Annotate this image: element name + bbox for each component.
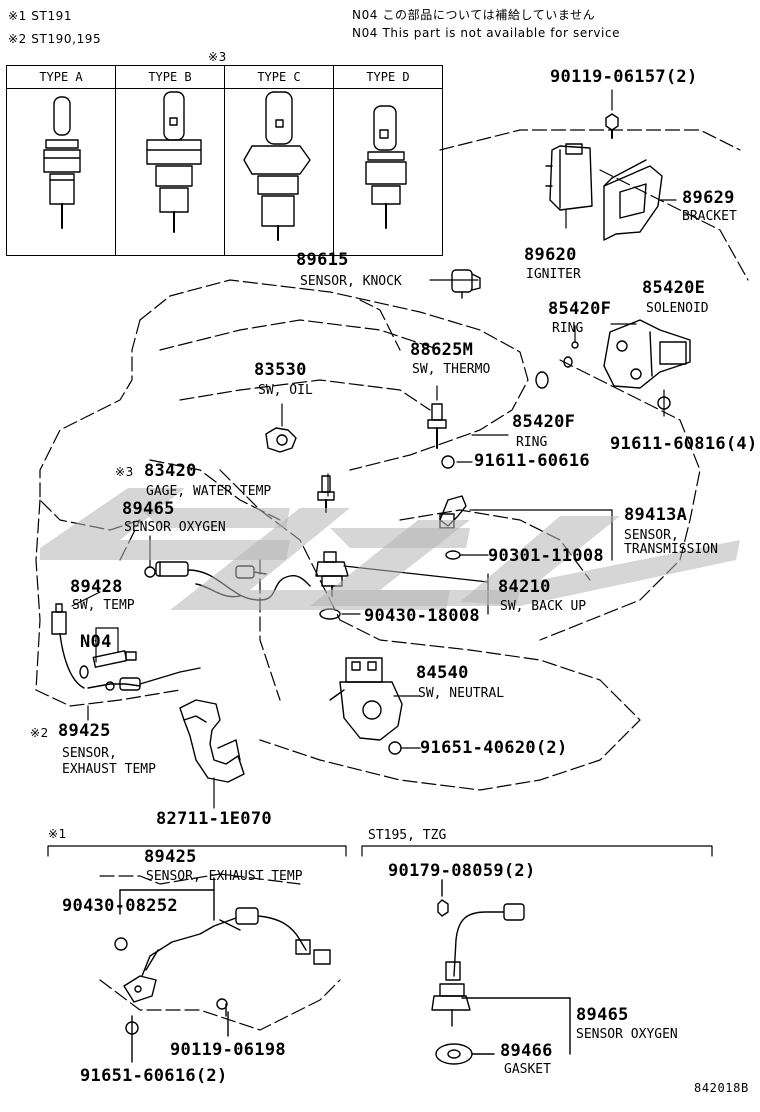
part-89466[interactable]: 89466 bbox=[500, 1041, 553, 1061]
part-90119-06157[interactable]: 90119-06157(2) bbox=[550, 67, 698, 87]
part-85420E[interactable]: 85420E bbox=[642, 278, 706, 298]
part-83530-name: SW, OIL bbox=[258, 383, 313, 398]
ring-85420f-large-illustration bbox=[535, 371, 549, 389]
part-85420E-name: SOLENOID bbox=[646, 301, 709, 316]
temp-switch-illustration bbox=[51, 603, 137, 689]
part-85420F-bottom-name: RING bbox=[516, 435, 548, 450]
bracket-illustration bbox=[603, 159, 663, 241]
note-n04-japanese: N04 この部品については補給していません bbox=[352, 8, 596, 22]
part-89413A[interactable]: 89413A bbox=[624, 505, 688, 525]
exhaust-temp-sensor-illustration bbox=[87, 667, 201, 691]
part-84540-name: SW, NEUTRAL bbox=[418, 686, 505, 701]
type-c-sensor-illustration bbox=[243, 91, 311, 241]
bottom-part-89425-name: SENSOR, EXHAUST TEMP bbox=[146, 869, 303, 884]
part-91651-60616[interactable]: 91651-60616(2) bbox=[80, 1066, 228, 1086]
part-83420-mark: ※3 bbox=[115, 465, 134, 479]
bottom-part-89465[interactable]: 89465 bbox=[576, 1005, 629, 1025]
n04-label: N04 bbox=[80, 632, 112, 652]
figure-id: 842018B bbox=[694, 1081, 749, 1095]
type-c-header: TYPE C bbox=[224, 65, 334, 89]
part-89466-name: GASKET bbox=[504, 1062, 551, 1077]
part-89428-name: SW, TEMP bbox=[72, 598, 135, 613]
type-d-cell bbox=[333, 88, 443, 256]
type-a-sensor-illustration bbox=[43, 96, 81, 229]
bottom-right-heading: ST195, TZG bbox=[368, 828, 447, 843]
part-88625M-name: SW, THERMO bbox=[412, 362, 491, 377]
part-83420[interactable]: 83420 bbox=[144, 461, 197, 481]
part-89425-name-1: SENSOR, bbox=[62, 746, 117, 761]
part-90301-11008[interactable]: 90301-11008 bbox=[488, 546, 604, 566]
type-d-header: TYPE D bbox=[333, 65, 443, 89]
type-table-mark: ※3 bbox=[208, 50, 227, 64]
bottom-oxygen-sensor-illustration bbox=[431, 879, 571, 1065]
part-89465-top-name: SENSOR OXYGEN bbox=[124, 520, 226, 535]
sensor-type-table: TYPE A TYPE B TYPE C TYPE D bbox=[6, 65, 443, 256]
part-91651-40620[interactable]: 91651-40620(2) bbox=[420, 738, 568, 758]
part-89615-name: SENSOR, KNOCK bbox=[300, 274, 402, 289]
solenoid-illustration bbox=[603, 319, 691, 389]
part-89620[interactable]: 89620 bbox=[524, 245, 577, 265]
thermo-switch-illustration bbox=[427, 403, 447, 449]
type-d-sensor-illustration bbox=[365, 105, 407, 229]
type-b-header: TYPE B bbox=[115, 65, 225, 89]
note-st191: ※1 ST191 bbox=[8, 9, 73, 23]
igniter-illustration bbox=[545, 143, 593, 211]
bottom-part-89465-name: SENSOR OXYGEN bbox=[576, 1027, 678, 1042]
part-84210-name: SW, BACK UP bbox=[500, 599, 587, 614]
section-dividers bbox=[47, 845, 713, 857]
bottom-part-89425[interactable]: 89425 bbox=[144, 847, 197, 867]
part-85420F-top-name: RING bbox=[552, 321, 584, 336]
neutral-switch-illustration bbox=[329, 657, 403, 741]
bottom-left-outline bbox=[99, 873, 341, 1031]
note-n04-english: N04 This part is not available for servi… bbox=[352, 26, 621, 40]
bottom-exhaust-temp-sensor-illustration bbox=[114, 877, 331, 1063]
part-89413A-name-2: TRANSMISSION bbox=[624, 542, 718, 557]
bolt-90119-06157-illustration bbox=[605, 113, 619, 139]
part-83530[interactable]: 83530 bbox=[254, 360, 307, 380]
part-91611-60616[interactable]: 91611-60616 bbox=[474, 451, 590, 471]
part-85420F-bottom[interactable]: 85420F bbox=[512, 412, 576, 432]
part-89425[interactable]: 89425 bbox=[58, 721, 111, 741]
part-82711-1E070[interactable]: 82711-1E070 bbox=[156, 809, 272, 829]
part-90179-08059[interactable]: 90179-08059(2) bbox=[388, 861, 536, 881]
clamp-82711-illustration bbox=[179, 699, 245, 783]
part-85420F-top[interactable]: 85420F bbox=[548, 299, 612, 319]
part-91611-60816[interactable]: 91611-60816(4) bbox=[610, 434, 758, 454]
part-89620-name: IGNITER bbox=[526, 267, 581, 282]
part-90430-08252[interactable]: 90430-08252 bbox=[62, 896, 178, 916]
part-89629[interactable]: 89629 bbox=[682, 188, 735, 208]
bottom-left-mark: ※1 bbox=[48, 827, 67, 841]
part-83420-name: GAGE, WATER TEMP bbox=[146, 484, 272, 499]
part-89428[interactable]: 89428 bbox=[70, 577, 123, 597]
part-89425-name-2: EXHAUST TEMP bbox=[62, 762, 156, 777]
note-st190-195: ※2 ST190,195 bbox=[8, 32, 102, 46]
part-89413A-name-1: SENSOR, bbox=[624, 528, 679, 543]
part-89425-mark: ※2 bbox=[30, 726, 49, 740]
part-84540[interactable]: 84540 bbox=[416, 663, 469, 683]
ring-85420f-oring-illustration bbox=[563, 356, 573, 368]
part-89615[interactable]: 89615 bbox=[296, 250, 349, 270]
part-88625M[interactable]: 88625M bbox=[410, 340, 474, 360]
type-a-header: TYPE A bbox=[6, 65, 116, 89]
part-84210[interactable]: 84210 bbox=[498, 577, 551, 597]
part-90430-18008[interactable]: 90430-18008 bbox=[364, 606, 480, 626]
part-90119-06198[interactable]: 90119-06198 bbox=[170, 1040, 286, 1060]
knock-sensor-illustration bbox=[451, 269, 481, 299]
type-b-cell bbox=[115, 88, 225, 256]
oil-switch-illustration bbox=[265, 427, 297, 453]
part-89465-top[interactable]: 89465 bbox=[122, 499, 175, 519]
part-89629-name: BRACKET bbox=[682, 209, 737, 224]
type-b-sensor-illustration bbox=[146, 91, 202, 233]
